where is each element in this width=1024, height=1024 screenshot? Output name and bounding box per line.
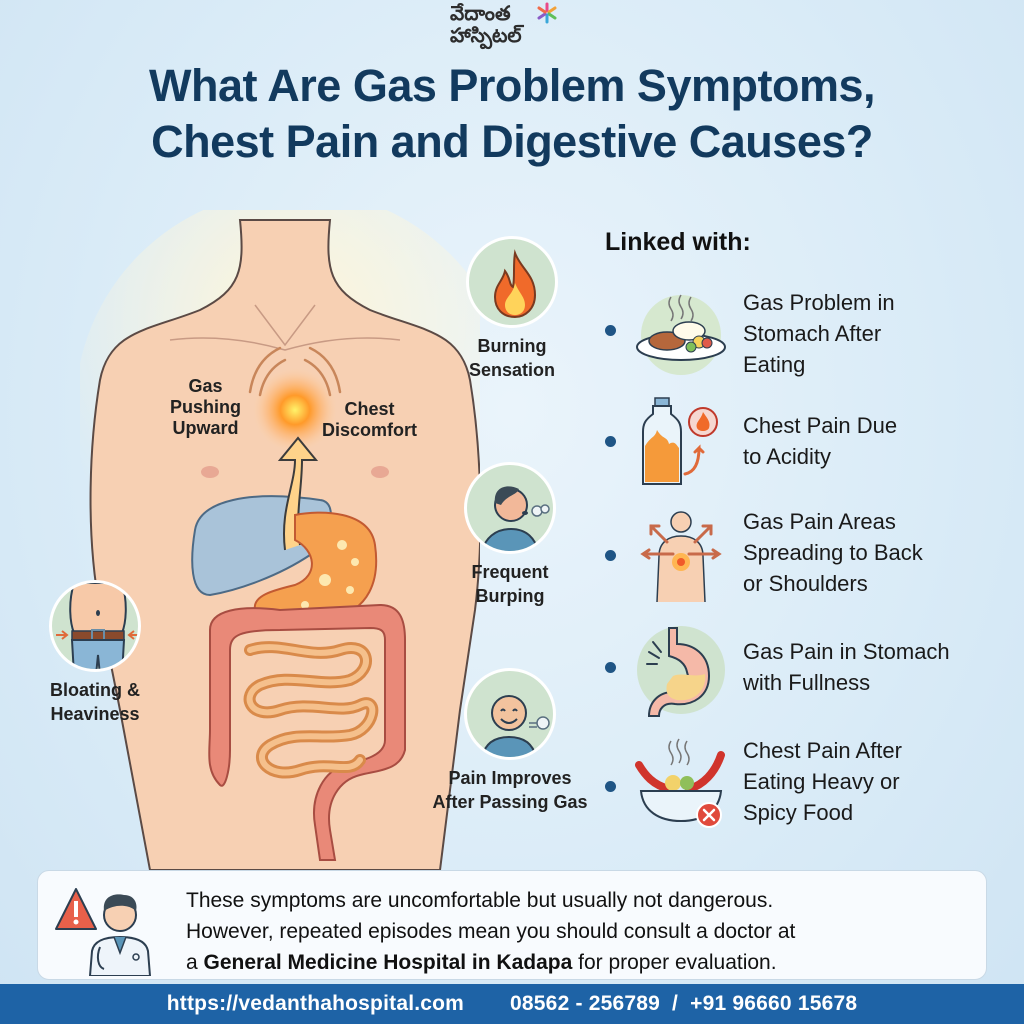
hospital-name-emphasis: General Medicine Hospital in Kadapa <box>203 951 573 974</box>
page-title: What Are Gas Problem Symptoms, Chest Pai… <box>0 58 1024 170</box>
doctor-warning-icon <box>55 888 152 976</box>
label-line: Burning <box>477 336 547 356</box>
linked-item-text: Gas Pain Areas Spreading to Back or Shou… <box>743 506 923 599</box>
bullet-dot <box>605 550 616 561</box>
torso-digestive-illustration <box>80 210 480 870</box>
burping-person-icon <box>481 486 550 551</box>
text-line: Gas Pain Areas <box>743 509 896 534</box>
website-link[interactable]: https://vedanthahospital.com <box>166 992 465 1015</box>
label-line: Burping <box>475 586 545 606</box>
bullet-dot <box>605 436 616 447</box>
text-line: Chest Pain Due <box>743 413 898 438</box>
linked-item-text: Gas Problem in Stomach After Eating <box>743 287 895 380</box>
note-line-3-suffix: for proper evaluation. <box>572 951 777 974</box>
bullet-dot <box>605 662 616 673</box>
phone-numbers: 08562 - 256789 / +91 96660 15678 <box>510 992 858 1015</box>
label-line: Sensation <box>468 360 556 380</box>
bullet-dot <box>605 325 616 336</box>
radiating-pain-body-icon <box>640 511 722 602</box>
text-line: Gas Pain in Stomach <box>743 639 950 664</box>
asterisk-flower-icon <box>537 2 557 24</box>
linked-item-text: Chest Pain After Eating Heavy or Spicy F… <box>743 735 902 828</box>
linked-with-heading: Linked with: <box>605 228 751 256</box>
label-line: Frequent <box>471 562 549 582</box>
contact-footer: https://vedanthahospital.com 08562 - 256… <box>0 984 1024 1024</box>
meal-plate-icon <box>636 294 726 375</box>
acid-bottle-icon <box>642 397 718 485</box>
logo-text-line2: హాస్పిటల్ <box>450 23 522 47</box>
linked-item-text: Gas Pain in Stomach with Fullness <box>743 636 950 698</box>
text-line: to Acidity <box>743 444 832 469</box>
text-line: Stomach After <box>743 321 882 346</box>
label-line: Pushing <box>170 397 241 417</box>
label-line: Discomfort <box>322 420 418 440</box>
text-line: Eating Heavy or <box>743 769 900 794</box>
label-line: Chest <box>344 399 395 419</box>
label-line: Upward <box>172 418 239 438</box>
linked-item-text: Chest Pain Due to Acidity <box>743 410 897 472</box>
hospital-logo: వేదాంత హాస్పిటల్ <box>450 2 590 52</box>
symptom-burning-sensation: Burning Sensation <box>452 236 572 382</box>
linked-item-heavy-spicy-food: Chest Pain After Eating Heavy or Spicy F… <box>605 735 1005 835</box>
symptom-bloating-heaviness: Bloating & Heaviness <box>35 580 155 726</box>
advice-note-text: These symptoms are uncomfortable but usu… <box>186 885 795 978</box>
note-line-1: These symptoms are uncomfortable but usu… <box>186 889 774 912</box>
text-line: or Shoulders <box>743 571 868 596</box>
label-gas-pushing-upward: Gas Pushing Upward <box>170 376 241 439</box>
fire-icon <box>493 249 537 319</box>
bullet-dot <box>605 781 616 792</box>
symptom-frequent-burping: Frequent Burping <box>450 462 570 608</box>
note-line-3: a General Medicine Hospital in Kadapa fo… <box>186 947 795 978</box>
text-line: Chest Pain After <box>743 738 902 763</box>
linked-item-pain-spreading: Gas Pain Areas Spreading to Back or Shou… <box>605 506 1005 606</box>
title-line-1: What Are Gas Problem Symptoms, <box>148 60 876 111</box>
logo-text-line1: వేదాంత <box>450 1 511 25</box>
text-line: with Fullness <box>743 670 871 695</box>
text-line: Eating <box>743 352 806 377</box>
advice-note-box: These symptoms are uncomfortable but usu… <box>37 870 987 980</box>
label-line: Gas <box>188 376 223 396</box>
linked-item-gas-after-eating: Gas Problem in Stomach After Eating <box>605 285 1005 385</box>
spicy-food-bowl-icon <box>635 738 725 828</box>
full-stomach-icon <box>637 626 725 717</box>
label-line: Bloating & <box>50 680 140 700</box>
symptom-pain-improves: Pain Improves After Passing Gas <box>410 668 610 814</box>
text-line: Gas Problem in <box>743 290 895 315</box>
relieved-person-icon <box>481 695 550 757</box>
label-line: Heaviness <box>50 704 140 724</box>
bloated-belly-icon <box>56 583 138 669</box>
linked-item-stomach-fullness: Gas Pain in Stomach with Fullness <box>605 622 1005 722</box>
linked-item-chest-pain-acidity: Chest Pain Due to Acidity <box>605 396 1005 496</box>
title-line-2: Chest Pain and Digestive Causes? <box>151 116 873 167</box>
note-line-2: However, repeated episodes mean you shou… <box>186 920 796 943</box>
label-line: After Passing Gas <box>432 792 588 812</box>
label-chest-discomfort: Chest Discomfort <box>322 399 417 441</box>
label-line: Pain Improves <box>448 768 572 788</box>
text-line: Spreading to Back <box>743 540 923 565</box>
text-line: Spicy Food <box>743 800 854 825</box>
note-line-3-prefix: a <box>186 951 204 974</box>
